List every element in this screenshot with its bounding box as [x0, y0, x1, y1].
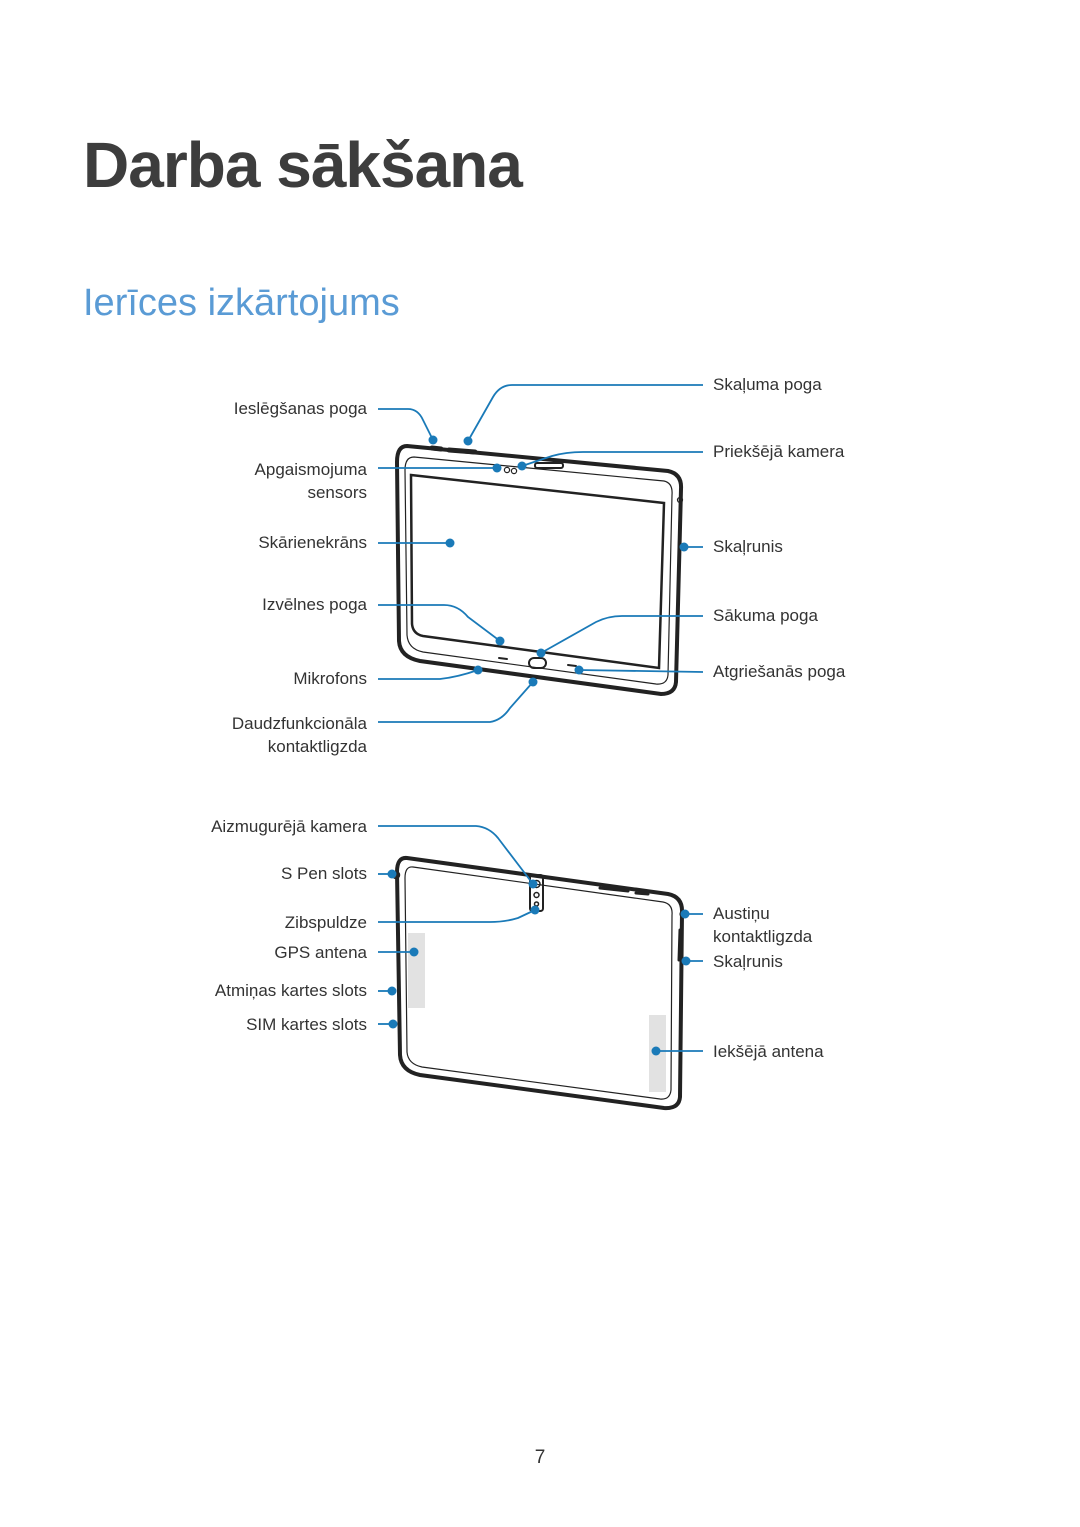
section-title: Ierīces izkārtojums [83, 282, 400, 324]
label-microphone: Mikrofons [293, 669, 367, 688]
label-volume-key: Skaļuma poga [713, 375, 822, 394]
callout-lines [378, 384, 704, 1052]
label-gps-antenna: GPS antena [274, 943, 367, 962]
label-power-key: Ieslēgšanas poga [233, 399, 367, 418]
label-headset-jack-line1: Austiņu [713, 904, 770, 923]
label-speaker-back: Skaļrunis [713, 952, 783, 971]
label-menu-key: Izvēlnes poga [262, 595, 367, 614]
label-speaker-front: Skaļrunis [713, 537, 783, 556]
tablet-back [391, 855, 687, 1111]
page-number: 7 [534, 1447, 546, 1468]
label-memory-card-slot: Atmiņas kartes slots [214, 981, 367, 1000]
label-multipurpose-jack-line2: kontaktligzda [267, 737, 367, 756]
label-light-sensor-line1: Apgaismojuma [254, 460, 367, 479]
label-rear-camera: Aizmugurējā kamera [211, 817, 367, 836]
label-internal-antenna: Iekšējā antena [713, 1042, 824, 1061]
label-touch-screen: Skārienekrāns [258, 533, 367, 552]
label-flash: Zibspuldze [284, 913, 367, 932]
label-front-camera: Priekšējā kamera [713, 442, 845, 461]
label-spen-slot: S Pen slots [281, 864, 367, 883]
label-back-key: Atgriešanās poga [713, 662, 846, 681]
label-sim-card-slot: SIM kartes slots [246, 1015, 367, 1034]
label-home-key: Sākuma poga [713, 606, 818, 625]
label-multipurpose-jack-line1: Daudzfunkcionāla [231, 714, 367, 733]
tablet-front [394, 443, 684, 697]
gps-antenna-area [408, 933, 425, 1008]
callout-dots [387, 435, 691, 1056]
label-headset-jack-line2: kontaktligzda [713, 927, 813, 946]
label-light-sensor-line2: sensors [307, 483, 367, 502]
chapter-title: Darba sākšana [83, 129, 523, 201]
